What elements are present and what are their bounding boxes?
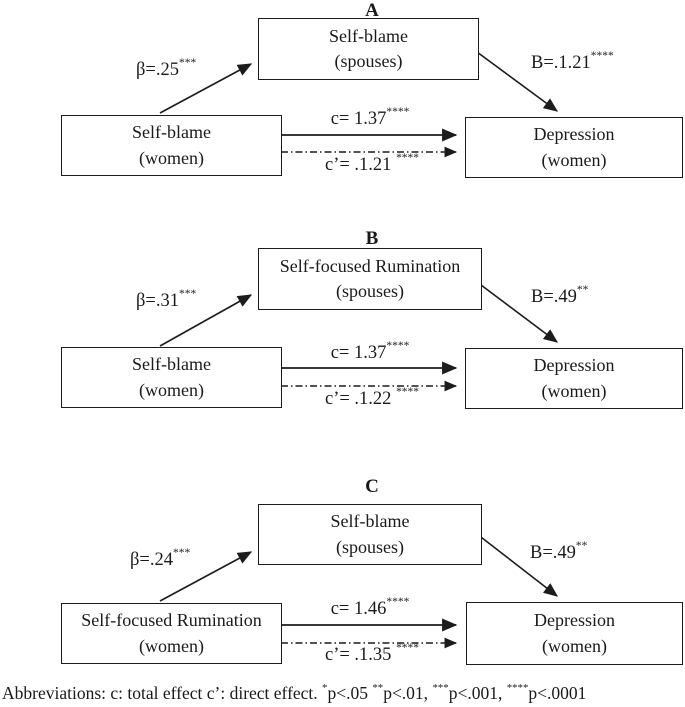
panel-a-path-a-coefficient: β=.25*** bbox=[136, 57, 197, 80]
caption-sig-2: p<.01, bbox=[383, 683, 433, 703]
panel-c-total-effect-coefficient: c= 1.46**** bbox=[330, 596, 410, 619]
panel-a-mediator-box: Self-blame (spouses) bbox=[258, 18, 479, 80]
caption-sig-2-stars: ** bbox=[372, 681, 384, 694]
panel-a-mediator-label: Self-blame (spouses) bbox=[329, 25, 408, 71]
panel-b-outcome-label: Depression (women) bbox=[533, 355, 615, 401]
panel-a-title: A bbox=[365, 0, 379, 21]
panel-a-outcome-box: Depression (women) bbox=[465, 117, 683, 178]
panel-b-title: B bbox=[365, 228, 379, 249]
panel-c-path-b-coefficient: B=.49** bbox=[530, 540, 588, 563]
panel-c-outcome-label: Depression (women) bbox=[534, 610, 615, 656]
panel-c-mediator-label: Self-blame (spouses) bbox=[330, 511, 410, 557]
caption-sig-4: p<.0001 bbox=[528, 683, 587, 703]
caption-sig-4-stars: **** bbox=[506, 681, 529, 694]
caption-sig-1: p<.05 bbox=[327, 683, 373, 703]
panel-c-predictor-box: Self-focused Rumination (women) bbox=[61, 603, 282, 664]
caption-abbreviations: Abbreviations: c: total effect c’: direc… bbox=[2, 683, 323, 703]
panel-a-outcome-label: Depression (women) bbox=[533, 124, 615, 170]
panel-a-total-effect-coefficient: c= 1.37**** bbox=[330, 106, 410, 129]
panel-b-mediator-label: Self-focused Rumination (spouses) bbox=[279, 255, 461, 301]
panel-b-path-b-coefficient: B=.49** bbox=[531, 284, 589, 307]
figure-caption: Abbreviations: c: total effect c’: direc… bbox=[2, 681, 685, 704]
panel-a-predictor-label: Self-blame (women) bbox=[132, 122, 211, 168]
panel-c-direct-effect-coefficient: c’= .1.35 **** bbox=[325, 642, 419, 665]
panel-a-predictor-box: Self-blame (women) bbox=[61, 115, 282, 176]
panel-c-outcome-box: Depression (women) bbox=[466, 602, 683, 665]
panel-b-outcome-box: Depression (women) bbox=[465, 348, 683, 409]
panel-b-total-effect-coefficient: c= 1.37**** bbox=[330, 340, 410, 363]
panel-c-predictor-label: Self-focused Rumination (women) bbox=[81, 610, 262, 656]
panel-b-path-a-coefficient: β=.31*** bbox=[136, 288, 197, 311]
caption-sig-3: p<.001, bbox=[448, 683, 507, 703]
panel-c-title: C bbox=[365, 476, 379, 497]
panel-b-predictor-label: Self-blame (women) bbox=[132, 354, 211, 400]
panel-b-direct-effect-coefficient: c’= .1.22 **** bbox=[325, 386, 419, 409]
panel-c-mediator-box: Self-blame (spouses) bbox=[258, 504, 482, 565]
panel-b-predictor-box: Self-blame (women) bbox=[61, 347, 282, 408]
caption-sig-1-stars: * bbox=[322, 681, 328, 694]
panel-a-direct-effect-coefficient: c’= .1.21 **** bbox=[325, 152, 419, 175]
caption-sig-3-stars: *** bbox=[432, 681, 449, 694]
panel-a-path-b-coefficient: B=.1.21**** bbox=[531, 50, 614, 73]
panel-c-path-a-coefficient: β=.24*** bbox=[130, 547, 191, 570]
panel-b-mediator-box: Self-focused Rumination (spouses) bbox=[258, 248, 482, 310]
